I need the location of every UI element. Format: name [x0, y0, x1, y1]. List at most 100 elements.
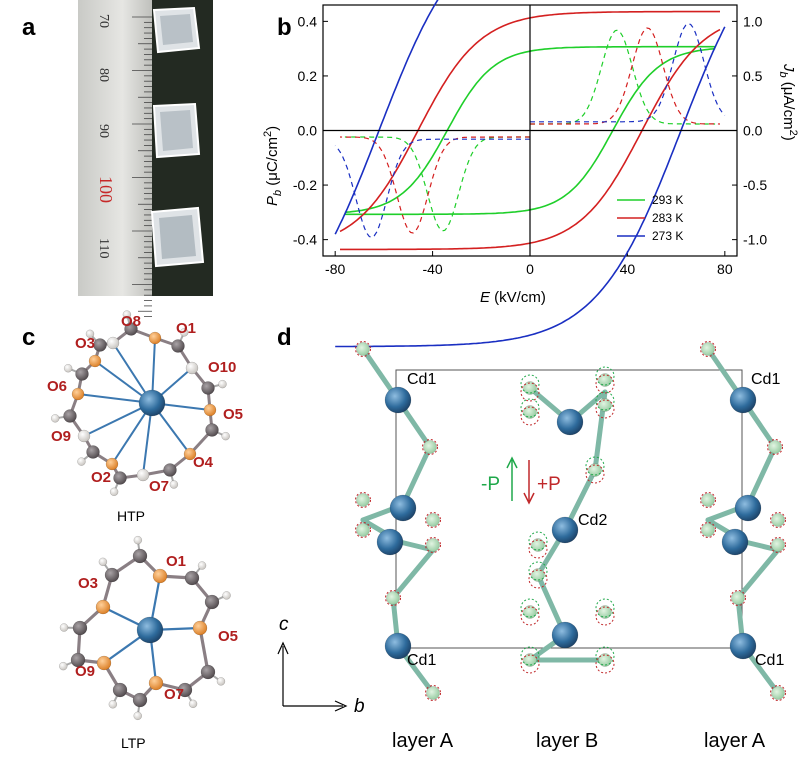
b-axis-label: b: [354, 696, 365, 717]
legend-label: 273 K: [652, 229, 683, 243]
hysteresis-branch-down: [334, 0, 439, 235]
cd-label: Cd1: [751, 371, 780, 388]
carbon-atom: [184, 570, 200, 586]
chart-legend: 293 K 283 K 273 K: [617, 193, 683, 243]
cd-label: Cd2: [578, 512, 607, 529]
ligand-atom: [386, 591, 400, 605]
chain-bond: [742, 539, 781, 553]
ligand-atom: [771, 686, 785, 700]
displacement-minus: [585, 456, 605, 476]
chain-bond: [745, 444, 778, 508]
hydrogen-atom: [169, 480, 179, 489]
displacement-plus: [355, 522, 371, 538]
oxygen-label: O2: [91, 469, 111, 486]
ligand-atom: [731, 591, 745, 605]
ruler-number: 110: [96, 238, 111, 258]
ruler-ticks: [132, 16, 152, 318]
displacement-plus: [770, 537, 786, 553]
y-left-axis-title: Pb (μC/cm2): [262, 126, 284, 206]
ligand-atom: [426, 686, 440, 700]
displacement-plus: [595, 399, 615, 419]
cadmium-atom: [551, 516, 579, 544]
chain-bond: [735, 547, 781, 601]
hydrogen-atom: [221, 431, 230, 441]
hydrogen-atom: [122, 310, 132, 319]
cadmium-atom: [729, 632, 757, 660]
oxygen-label: O9: [75, 663, 95, 680]
current-curve-negative: [344, 136, 530, 232]
displacement-plus: [422, 439, 438, 455]
htp-molecule: [50, 310, 230, 497]
y-left-tick-label: -0.4: [293, 232, 317, 248]
carbon-atom: [163, 463, 177, 477]
x-axis-title: E (kV/cm): [480, 289, 546, 306]
displacement-minus: [595, 646, 615, 666]
crystal: [150, 206, 205, 268]
ligand-atom: [701, 493, 715, 507]
ltp-labels: O1 O3 O5 O9 O7: [75, 553, 238, 703]
oxygen-atom: [96, 655, 112, 671]
ligand-atom: [531, 568, 545, 582]
panel-label-c: c: [22, 324, 35, 351]
ruler-number: 70: [96, 14, 111, 28]
displacement-plus: [595, 654, 615, 674]
y-left-close: ): [264, 126, 281, 131]
cadmium-atom: [136, 616, 164, 644]
oxygen-label: O8: [121, 313, 141, 330]
displacement-minus: [520, 598, 540, 618]
hydrogen-atom: [109, 487, 119, 497]
oxygen-label: O5: [218, 628, 238, 645]
displacement-minus: [595, 366, 615, 386]
ligand-atom: [588, 463, 602, 477]
hydrogen-atom: [108, 700, 118, 709]
ligand-atom: [523, 381, 537, 395]
y-left-tick-label: 0.0: [298, 123, 318, 139]
plus-p-arrowhead: [523, 492, 535, 505]
layer-label: layer A: [392, 730, 454, 752]
panel-label-a: a: [22, 14, 36, 41]
carbon-atom: [201, 381, 215, 395]
carbon-atom: [86, 445, 100, 459]
displacement-plus: [770, 685, 786, 701]
y-left-tick-label: 0.2: [298, 68, 318, 84]
carbon-atom: [132, 548, 148, 564]
minus-p-arrowhead: [506, 456, 518, 469]
oxygen-label: O7: [164, 686, 184, 703]
oxygen-atom: [183, 447, 197, 461]
carbon-atom: [63, 409, 77, 423]
ligand-atom: [523, 653, 537, 667]
displacement-plus: [425, 512, 441, 528]
y-left-unit: (μC/cm: [264, 137, 281, 190]
y-left-tick-label: -0.2: [293, 177, 317, 193]
displacement-plus: [528, 569, 548, 589]
bond: [198, 626, 210, 674]
displacement-plus: [520, 606, 540, 626]
x-tick-label: 0: [526, 261, 534, 277]
hydrogen-atom: [58, 661, 68, 671]
cd-label: Cd1: [407, 371, 436, 388]
ltp-molecule: [58, 535, 231, 721]
ruler-number: 80: [96, 68, 111, 82]
carbon-atom: [124, 322, 138, 336]
legend-label: 293 K: [652, 193, 683, 207]
oxygen-atom: [185, 361, 199, 375]
ligand-atom: [701, 342, 715, 356]
hydrogen-atom: [218, 379, 227, 389]
oxygen-label: O1: [166, 553, 186, 570]
htp-labels: O8 O1 O3 O10 O6 O5 O9 O4 O2 O7: [47, 313, 243, 495]
displacement-plus: [585, 464, 605, 484]
y-right-tick-label: 0.0: [743, 123, 763, 139]
y-left-sup: 2: [262, 131, 274, 137]
ligand-atom: [701, 523, 715, 537]
current-curve-positive: [530, 22, 726, 123]
minus-p-label: -P: [481, 474, 500, 495]
ligand-atom: [598, 653, 612, 667]
panel-label-b: b: [277, 14, 292, 41]
ligand-atom: [356, 523, 370, 537]
displacement-plus: [528, 539, 548, 559]
ltp-caption: LTP: [121, 735, 146, 751]
y-right-axis-title: Jb (μA/cm2): [777, 63, 799, 141]
cadmium-atom: [734, 494, 762, 522]
ruler-number: 90: [96, 124, 111, 138]
